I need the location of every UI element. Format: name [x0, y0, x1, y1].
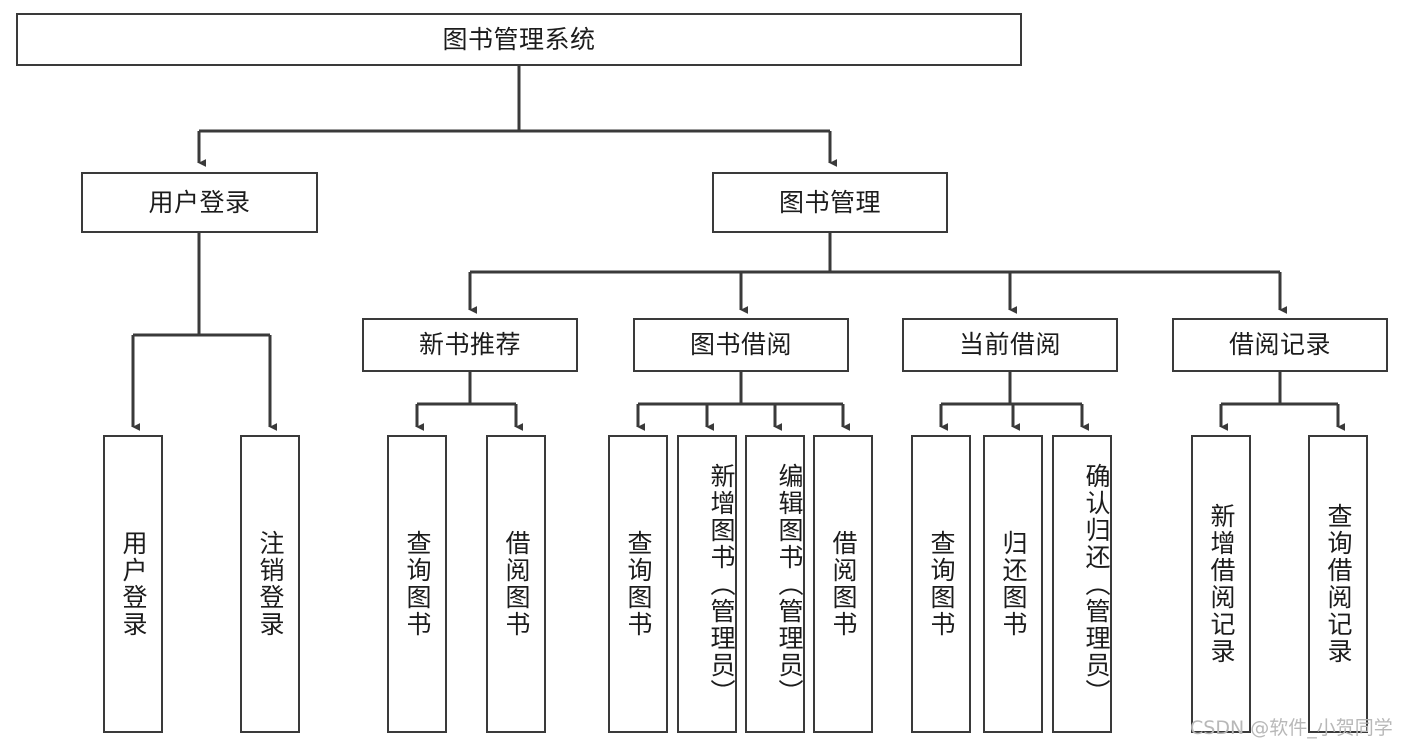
node-user-login[interactable]: 用户登录 — [81, 172, 318, 233]
leaf-query-book-rec-label: 查询图书 — [403, 530, 432, 638]
watermark: CSDN @软件_小贺同学 — [1190, 717, 1393, 739]
leaf-edit-book-admin-label: 编辑图书（管理员） — [775, 462, 804, 706]
leaf-query-book-borrow-label: 查询图书 — [624, 530, 653, 638]
leaf-query-borrow-record[interactable]: 查询借阅记录 — [1308, 435, 1368, 733]
leaf-return-book-label: 归还图书 — [999, 530, 1028, 638]
leaf-user-login-label: 用户登录 — [119, 530, 148, 638]
node-new-book-recommend[interactable]: 新书推荐 — [362, 318, 578, 372]
node-current-borrow-label: 当前借阅 — [958, 330, 1061, 359]
leaf-borrow-book-rec[interactable]: 借阅图书 — [486, 435, 546, 733]
leaf-user-login[interactable]: 用户登录 — [103, 435, 163, 733]
leaf-add-book-admin[interactable]: 新增图书（管理员） — [677, 435, 737, 733]
leaf-borrow-book-label: 借阅图书 — [829, 530, 858, 638]
leaf-borrow-book-rec-label: 借阅图书 — [502, 530, 531, 638]
leaf-query-book-current[interactable]: 查询图书 — [911, 435, 971, 733]
node-borrow-record[interactable]: 借阅记录 — [1172, 318, 1388, 372]
leaf-edit-book-admin[interactable]: 编辑图书（管理员） — [745, 435, 805, 733]
leaf-confirm-return-admin-label: 确认归还（管理员） — [1082, 462, 1111, 706]
node-book-management-label: 图书管理 — [778, 187, 881, 217]
leaf-query-book-borrow[interactable]: 查询图书 — [608, 435, 668, 733]
leaf-return-book[interactable]: 归还图书 — [983, 435, 1043, 733]
node-user-login-label: 用户登录 — [148, 187, 251, 217]
leaf-add-book-admin-label: 新增图书（管理员） — [707, 462, 736, 706]
leaf-query-book-rec[interactable]: 查询图书 — [387, 435, 447, 733]
leaf-confirm-return-admin[interactable]: 确认归还（管理员） — [1052, 435, 1112, 733]
leaf-user-logout-label: 注销登录 — [256, 530, 285, 638]
node-current-borrow[interactable]: 当前借阅 — [902, 318, 1118, 372]
leaf-query-book-current-label: 查询图书 — [927, 530, 956, 638]
node-book-management[interactable]: 图书管理 — [712, 172, 948, 233]
node-new-book-recommend-label: 新书推荐 — [418, 330, 521, 359]
node-book-borrow[interactable]: 图书借阅 — [633, 318, 849, 372]
node-borrow-record-label: 借阅记录 — [1228, 330, 1331, 359]
leaf-add-borrow-record-label: 新增借阅记录 — [1207, 503, 1236, 665]
leaf-add-borrow-record[interactable]: 新增借阅记录 — [1191, 435, 1251, 733]
node-root[interactable]: 图书管理系统 — [16, 13, 1022, 66]
leaf-borrow-book[interactable]: 借阅图书 — [813, 435, 873, 733]
leaf-user-logout[interactable]: 注销登录 — [240, 435, 300, 733]
node-root-label: 图书管理系统 — [442, 24, 596, 54]
leaf-query-borrow-record-label: 查询借阅记录 — [1324, 503, 1353, 665]
node-book-borrow-label: 图书借阅 — [689, 330, 792, 359]
